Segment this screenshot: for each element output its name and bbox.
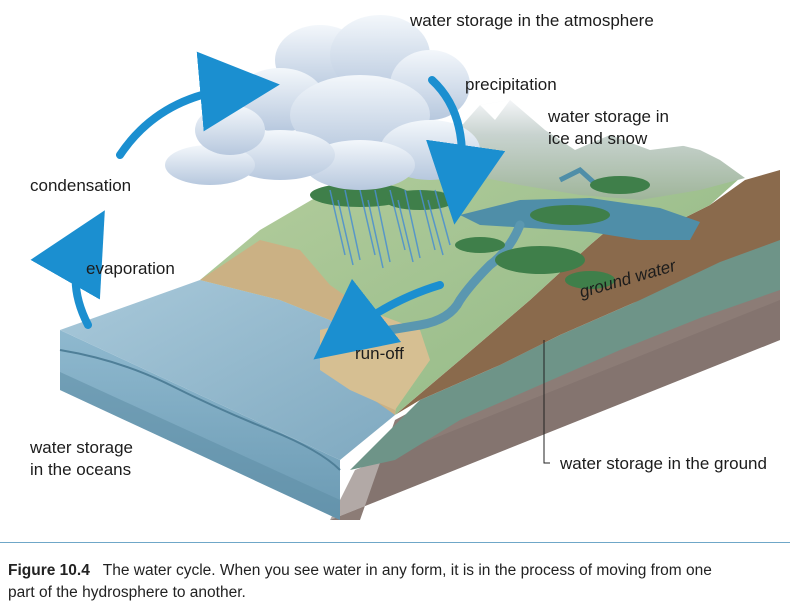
evaporation-arrow [76,245,88,325]
caption-title: Figure 10.4 [8,562,90,579]
label-ground: water storage in the ground [560,453,767,475]
label-condensation: condensation [30,175,131,197]
caption-divider [0,542,790,543]
caption-text: The water cycle. When you see water in a… [8,562,712,601]
cloud [165,15,480,190]
label-ice-snow: water storage in ice and snow [548,106,669,150]
figure-caption: Figure 10.4 The water cycle. When you se… [8,560,728,604]
label-evaporation: evaporation [86,258,175,280]
label-oceans: water storage in the oceans [30,437,133,481]
label-run-off: run-off [355,343,404,365]
label-precipitation: precipitation [465,74,557,96]
label-atmosphere: water storage in the atmosphere [410,10,654,32]
